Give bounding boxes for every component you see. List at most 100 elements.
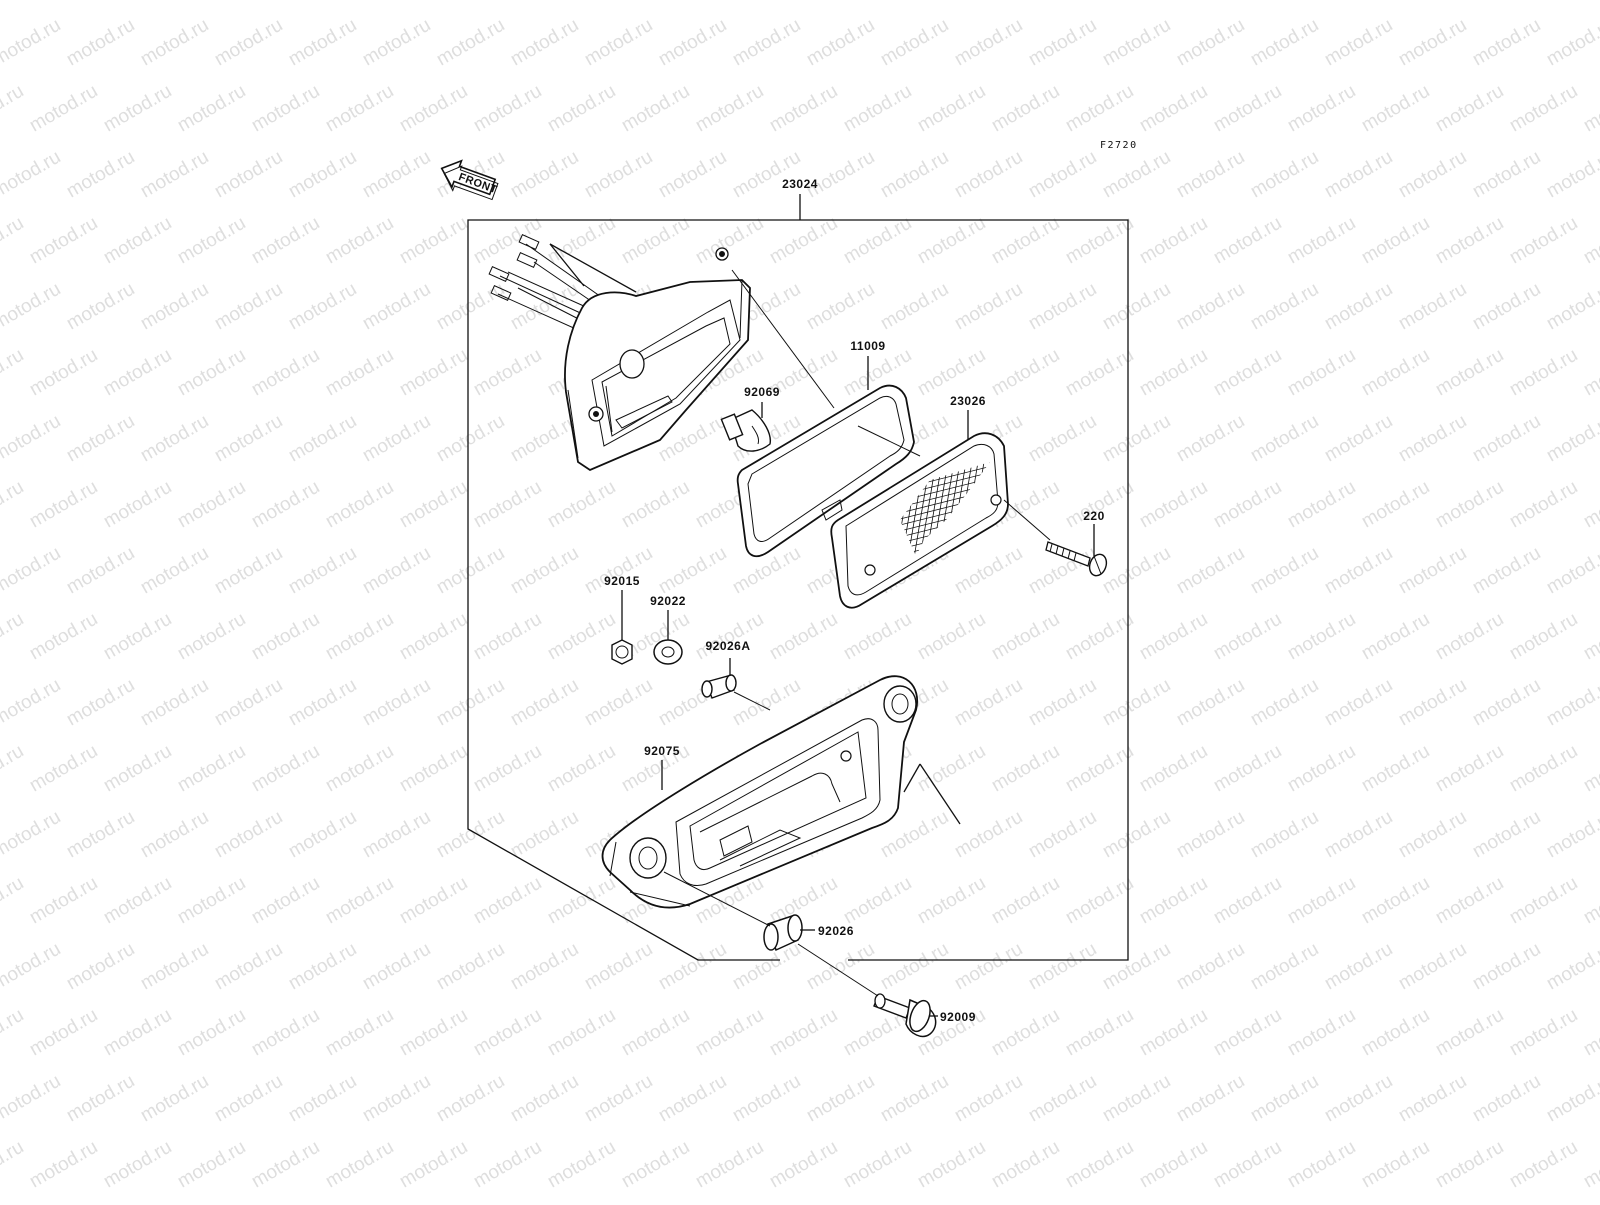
watermark-text: motod.ru: [803, 279, 878, 335]
watermark-text: motod.ru: [1580, 1137, 1600, 1193]
watermark-text: motod.ru: [877, 1071, 952, 1127]
watermark-text: motod.ru: [174, 1005, 249, 1061]
watermark-text: motod.ru: [1247, 147, 1322, 203]
watermark-text: motod.ru: [1506, 873, 1581, 929]
watermark-text: motod.ru: [1358, 609, 1433, 665]
watermark-text: motod.ru: [1210, 1137, 1285, 1193]
watermark-text: motod.ru: [100, 1005, 175, 1061]
watermark-text: motod.ru: [951, 15, 1026, 71]
watermark-text: motod.ru: [285, 543, 360, 599]
label-92026A: 92026A: [705, 639, 750, 653]
watermark-text: motod.ru: [0, 675, 64, 731]
watermark-text: motod.ru: [1506, 1005, 1581, 1061]
watermark-text: motod.ru: [1099, 15, 1174, 71]
watermark-text: motod.ru: [211, 147, 286, 203]
watermark-text: motod.ru: [1136, 0, 1211, 4]
watermark-text: motod.ru: [1247, 807, 1322, 863]
part-washer-92022: [653, 639, 683, 665]
watermark-text: motod.ru: [0, 1071, 64, 1127]
watermark-text: motod.ru: [544, 609, 619, 665]
watermark-text: motod.ru: [1432, 873, 1507, 929]
watermark-text: motod.ru: [174, 0, 249, 4]
watermark-text: motod.ru: [359, 15, 434, 71]
watermark-text: motod.ru: [1210, 81, 1285, 137]
watermark-text: motod.ru: [211, 15, 286, 71]
watermark-text: motod.ru: [766, 1005, 841, 1061]
watermark-text: motod.ru: [396, 81, 471, 137]
watermark-text: motod.ru: [1543, 279, 1600, 335]
watermark-text: motod.ru: [100, 741, 175, 797]
watermark-text: motod.ru: [655, 15, 730, 71]
watermark-text: motod.ru: [803, 147, 878, 203]
watermark-text: motod.ru: [1469, 807, 1544, 863]
watermark-text: motod.ru: [1025, 279, 1100, 335]
watermark-text: motod.ru: [1358, 741, 1433, 797]
watermark-text: motod.ru: [174, 609, 249, 665]
watermark-text: motod.ru: [914, 741, 989, 797]
watermark-text: motod.ru: [1580, 345, 1600, 401]
watermark-text: motod.ru: [248, 609, 323, 665]
watermark-text: motod.ru: [544, 741, 619, 797]
watermark-text: motod.ru: [1173, 939, 1248, 995]
watermark-text: motod.ru: [1099, 411, 1174, 467]
watermark-text: motod.ru: [507, 807, 582, 863]
watermark-text: motod.ru: [433, 15, 508, 71]
watermark-text: motod.ru: [766, 213, 841, 269]
watermark-text: motod.ru: [248, 741, 323, 797]
watermark-text: motod.ru: [1284, 0, 1359, 4]
watermark-text: motod.ru: [988, 213, 1063, 269]
watermark-text: motod.ru: [1136, 1005, 1211, 1061]
watermark-text: motod.ru: [1247, 411, 1322, 467]
watermark-text: motod.ru: [840, 81, 915, 137]
watermark-text: motod.ru: [655, 543, 730, 599]
watermark-text: motod.ru: [137, 279, 212, 335]
watermark-text: motod.ru: [1136, 345, 1211, 401]
watermark-text: motod.ru: [1173, 675, 1248, 731]
watermark-text: motod.ru: [1506, 345, 1581, 401]
watermark-text: motod.ru: [1025, 15, 1100, 71]
watermark-text: motod.ru: [396, 477, 471, 533]
watermark-text: motod.ru: [1469, 279, 1544, 335]
watermark-text: motod.ru: [1321, 807, 1396, 863]
watermark-text: motod.ru: [0, 543, 64, 599]
watermark-text: motod.ru: [0, 873, 27, 929]
watermark-text: motod.ru: [433, 1071, 508, 1127]
watermark-text: motod.ru: [1395, 15, 1470, 71]
watermark-text: motod.ru: [248, 873, 323, 929]
watermark-text: motod.ru: [322, 1137, 397, 1193]
watermark-text: motod.ru: [988, 81, 1063, 137]
watermark-text: motod.ru: [396, 0, 471, 4]
watermark-text: motod.ru: [692, 1005, 767, 1061]
watermark-text: motod.ru: [692, 213, 767, 269]
watermark-text: motod.ru: [1136, 213, 1211, 269]
watermark-text: motod.ru: [359, 411, 434, 467]
watermark-text: motod.ru: [0, 609, 27, 665]
watermark-text: motod.ru: [1062, 477, 1137, 533]
watermark-text: motod.ru: [1173, 279, 1248, 335]
watermark-text: motod.ru: [322, 345, 397, 401]
watermark-text: motod.ru: [1543, 939, 1600, 995]
label-220: 220: [1083, 509, 1105, 523]
watermark-text: motod.ru: [63, 147, 138, 203]
watermark-text: motod.ru: [100, 1137, 175, 1193]
watermark-text: motod.ru: [988, 1137, 1063, 1193]
watermark-text: motod.ru: [914, 213, 989, 269]
watermark-text: motod.ru: [1469, 543, 1544, 599]
watermark-text: motod.ru: [1247, 15, 1322, 71]
part-collar-92026A: [701, 674, 737, 699]
watermark-text: motod.ru: [359, 939, 434, 995]
watermark-text: motod.ru: [100, 873, 175, 929]
watermark-text: motod.ru: [581, 939, 656, 995]
watermark-text: motod.ru: [1358, 81, 1433, 137]
watermark-text: motod.ru: [211, 1071, 286, 1127]
label-92015: 92015: [604, 574, 640, 588]
watermark-text: motod.ru: [1321, 15, 1396, 71]
watermark-text: motod.ru: [100, 81, 175, 137]
watermark-text: motod.ru: [322, 873, 397, 929]
watermark-text: motod.ru: [1321, 411, 1396, 467]
watermark-text: motod.ru: [507, 1071, 582, 1127]
watermark-text: motod.ru: [396, 1005, 471, 1061]
watermark-text: motod.ru: [211, 807, 286, 863]
watermark-text: motod.ru: [26, 213, 101, 269]
watermark-text: motod.ru: [840, 873, 915, 929]
